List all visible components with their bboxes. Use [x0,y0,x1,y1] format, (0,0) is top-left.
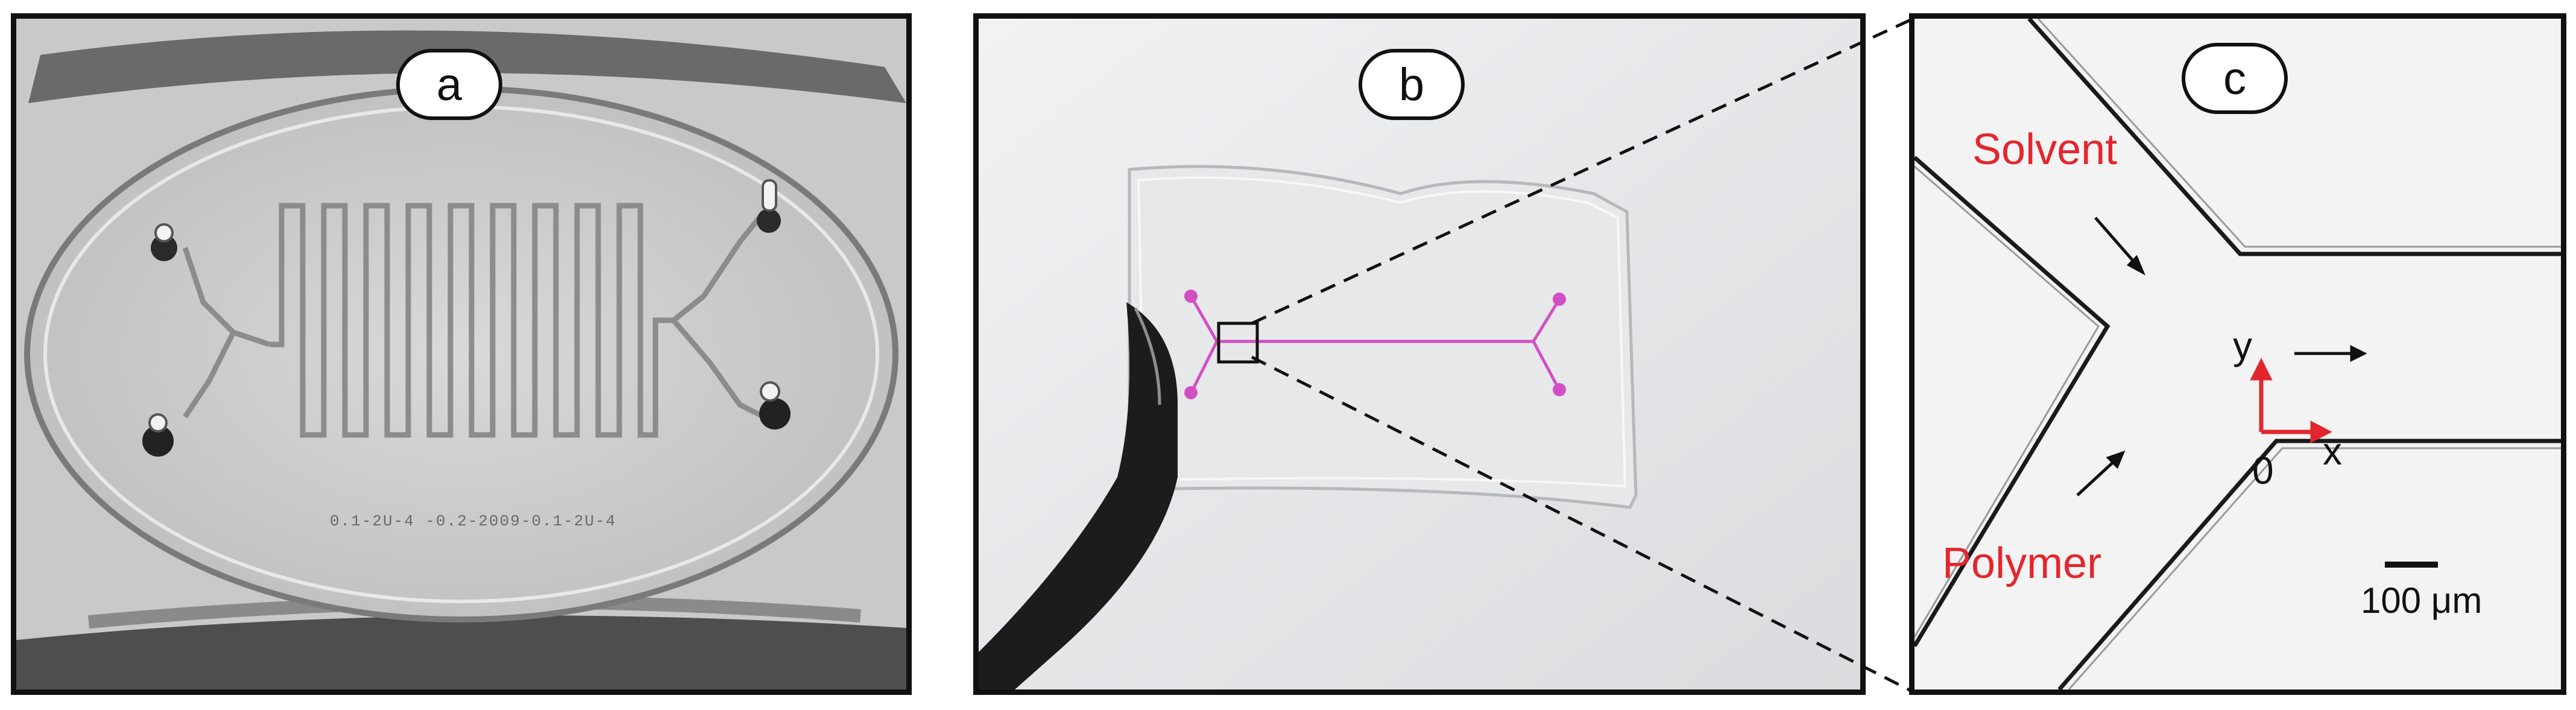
polymer-label: Polymer [1942,539,2102,588]
zoom-line-top [1251,16,1916,325]
solvent-label: Solvent [1972,125,2118,174]
tweezers [979,302,1178,689]
pink-ports [1184,290,1566,399]
panel-b-chip-photo: b [973,13,1866,695]
glass-chip [1128,165,1638,509]
device-photo-illustration [16,19,906,689]
scale-bar-label: 100 μm [2361,580,2483,621]
pink-channel-network [1191,298,1559,391]
serpentine-channel [182,203,766,438]
channel-walls [1915,19,2561,689]
zoom-line-bottom [1251,355,1916,694]
panel-a-device-photo: 0.1-2U-4 -0.2-2009-0.1-2U-4 a [11,13,912,695]
axis-y-label: y [2233,324,2252,367]
panel-label-b: b [1359,49,1465,120]
coordinate-axes [2250,358,2332,443]
chip-photo-illustration [979,19,1860,689]
origin-label: 0 [2252,449,2274,492]
zoom-box [1217,322,1259,364]
flow-arrows [2076,217,2367,496]
axis-x-label: x [2323,429,2342,473]
panel-c-micrograph: Solvent Polymer y x 0 100 μm c [1909,13,2566,695]
panel-label-a: a [396,49,502,120]
panel-label-c: c [2182,43,2288,114]
y-junction-micrograph [1915,19,2561,689]
inlet-ports [142,179,791,457]
chip-imprint-text: 0.1-2U-4 -0.2-2009-0.1-2U-4 [330,512,617,530]
